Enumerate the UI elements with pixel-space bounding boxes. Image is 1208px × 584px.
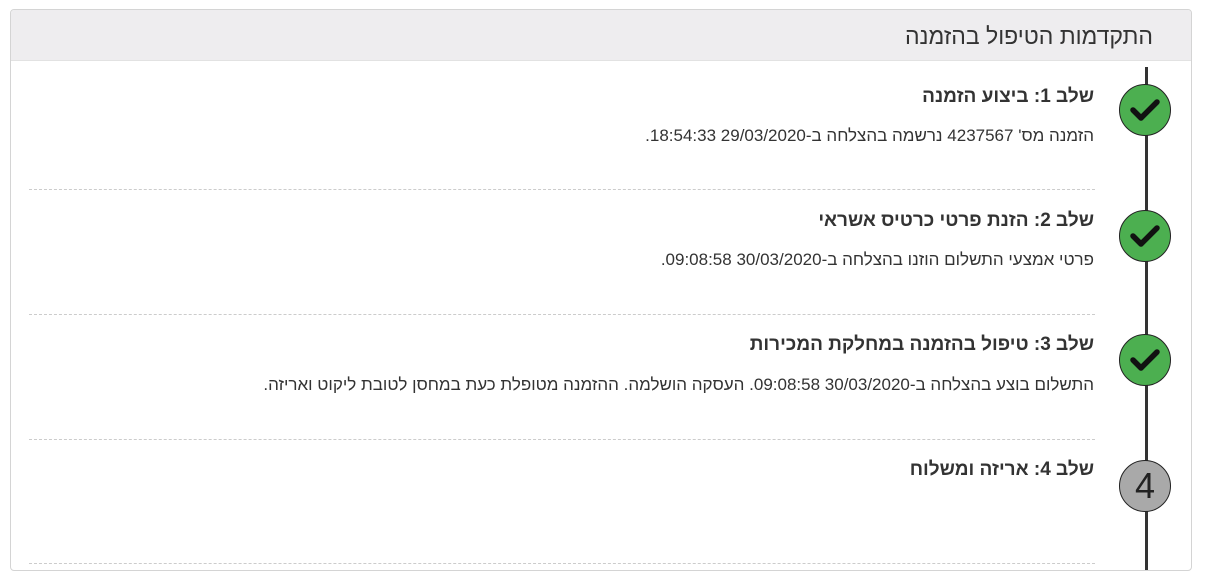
- checkmark-icon: [1130, 225, 1160, 247]
- step-4-number: 4: [1134, 465, 1156, 506]
- step-2-title: שלב 2: הזנת פרטי כרטיס אשראי: [818, 210, 1094, 231]
- step-divider: [29, 563, 1095, 564]
- step-2-status-circle: [1119, 210, 1171, 262]
- step-3-description: התשלום בוצע בהצלחה ב-30/03/2020 09:08:58…: [263, 375, 1094, 394]
- checkmark-icon: [1130, 99, 1160, 121]
- step-divider: [29, 189, 1095, 190]
- step-1-description: הזמנה מס' 4237567 נרשמה בהצלחה ב-29/03/2…: [645, 126, 1094, 145]
- step-1-status-circle: [1119, 84, 1171, 136]
- order-progress-panel: התקדמות הטיפול בהזמנה שלב 1: ביצוע הזמנה…: [10, 9, 1192, 571]
- step-4-title: שלב 4: אריזה ומשלוח: [909, 459, 1094, 480]
- timeline-line: [1145, 67, 1148, 570]
- step-divider: [29, 314, 1095, 315]
- step-4-status-circle: 4: [1119, 460, 1171, 512]
- step-3-title: שלב 3: טיפול בהזמנה במחלקת המכירות: [749, 334, 1094, 355]
- step-3-status-circle: [1119, 334, 1171, 386]
- panel-title: התקדמות הטיפול בהזמנה: [904, 23, 1153, 49]
- checkmark-icon: [1130, 349, 1160, 371]
- step-1-title: שלב 1: ביצוע הזמנה: [922, 86, 1094, 107]
- panel-header: התקדמות הטיפול בהזמנה: [11, 10, 1191, 61]
- step-2-description: פרטי אמצעי התשלום הוזנו בהצלחה ב-30/03/2…: [660, 250, 1094, 269]
- step-divider: [29, 439, 1095, 440]
